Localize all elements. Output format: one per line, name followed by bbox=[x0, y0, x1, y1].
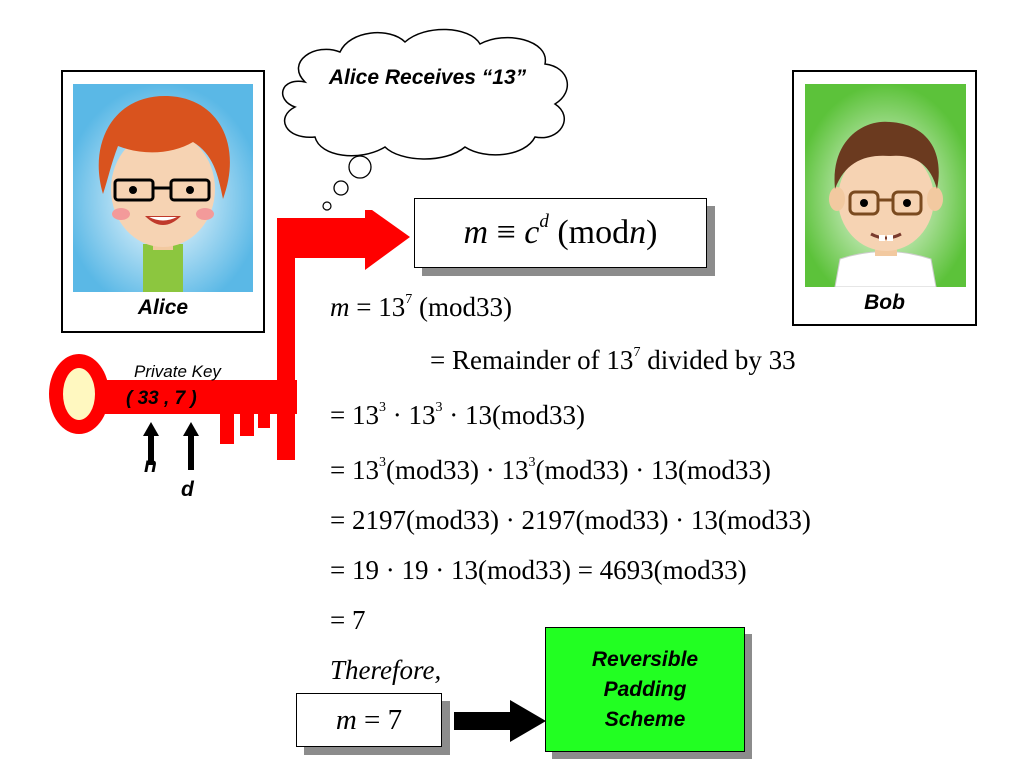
alice-card: Alice bbox=[61, 70, 265, 333]
bob-card: Bob bbox=[792, 70, 977, 326]
alice-name: Alice bbox=[137, 296, 189, 319]
formula-c: c bbox=[524, 214, 540, 251]
padding-line-2: Padding bbox=[603, 677, 687, 701]
thought-bubble-text: Alice Receives “13” bbox=[328, 66, 527, 89]
step-line-3: = 133 · 133 · 13(mod33) bbox=[330, 400, 585, 431]
bob-avatar bbox=[805, 84, 966, 287]
step1-lhs: = 13 bbox=[356, 292, 406, 322]
step4-exp1: 3 bbox=[378, 455, 386, 470]
step1-rhs: (mod33) bbox=[418, 292, 512, 322]
private-key bbox=[49, 210, 410, 470]
formula-mod-close: ) bbox=[646, 214, 658, 251]
step-line-4: = 133(mod33) · 133(mod33) · 13(mod33) bbox=[330, 455, 771, 486]
decryption-formula-box: m ≡ cd (modn) bbox=[414, 198, 707, 268]
step4-c: (mod33) · 13(mod33) bbox=[535, 455, 771, 485]
step1-m: m bbox=[330, 292, 350, 322]
step-line-7: = 7 bbox=[330, 605, 366, 635]
key-n-label: n bbox=[144, 454, 157, 477]
formula-mod-open: (mod bbox=[557, 214, 630, 251]
step3-a: = 13 bbox=[330, 400, 379, 430]
formula-equiv: ≡ bbox=[496, 214, 516, 251]
step3-exp1: 3 bbox=[378, 400, 386, 415]
formula-exponent: d bbox=[539, 211, 549, 232]
result-arrow bbox=[454, 700, 546, 742]
result-box: m = 7 bbox=[296, 693, 442, 747]
step-line-6: = 19 · 19 · 13(mod33) = 4693(mod33) bbox=[330, 555, 747, 585]
step4-a: = 13 bbox=[330, 455, 379, 485]
step-line-5: = 2197(mod33) · 2197(mod33) · 13(mod33) bbox=[330, 505, 811, 535]
step-line-2: = Remainder of 137 divided by 33 bbox=[430, 345, 796, 376]
thought-bubble bbox=[281, 28, 569, 211]
private-key-label: Private Key bbox=[134, 362, 221, 381]
step4-b: (mod33) · 13 bbox=[385, 455, 529, 485]
step2-exponent: 7 bbox=[633, 345, 641, 360]
step4-exp2: 3 bbox=[528, 455, 536, 470]
padding-line-1: Reversible bbox=[591, 647, 699, 671]
therefore-label: Therefore, bbox=[330, 655, 442, 685]
key-d-label: d bbox=[181, 478, 194, 501]
step3-exp2: 3 bbox=[435, 400, 443, 415]
formula-m: m bbox=[463, 214, 489, 251]
step2-lhs: = Remainder of 13 bbox=[430, 345, 634, 375]
step-line-1: m = 137 (mod33) bbox=[330, 292, 512, 323]
result-m: m bbox=[335, 703, 357, 736]
bob-name: Bob bbox=[864, 291, 905, 314]
step2-rhs: divided by 33 bbox=[647, 345, 796, 375]
padding-line-3: Scheme bbox=[604, 707, 686, 731]
formula-n: n bbox=[629, 214, 647, 251]
alice-avatar bbox=[73, 84, 253, 292]
therefore-text: Therefore, bbox=[330, 655, 441, 686]
step3-b: · 13 bbox=[385, 400, 436, 430]
step3-c: · 13(mod33) bbox=[442, 400, 585, 430]
step1-exponent: 7 bbox=[405, 292, 413, 307]
padding-scheme-box: Reversible Padding Scheme bbox=[545, 627, 745, 752]
result-value: = 7 bbox=[364, 703, 403, 736]
private-key-values: ( 33 , 7 ) bbox=[126, 388, 197, 409]
